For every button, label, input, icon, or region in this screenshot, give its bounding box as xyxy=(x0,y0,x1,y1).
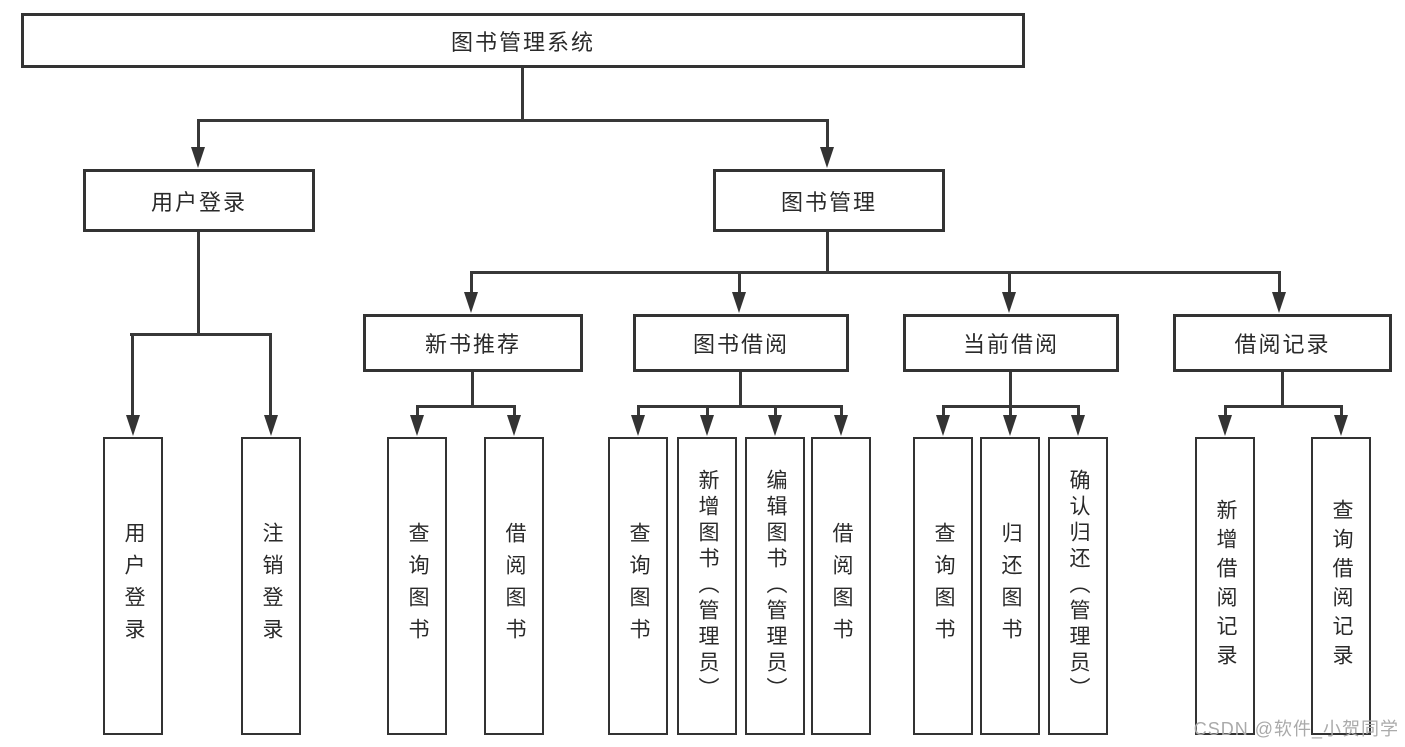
connector-drop-borrow-records xyxy=(1278,271,1281,294)
connector-borrow-records-crossbar xyxy=(1224,405,1343,408)
connector-drop-leaf xyxy=(513,405,516,417)
leaf-confirm-return-admin: 确认归还（管理员） xyxy=(1048,437,1108,735)
arrowhead-leaf xyxy=(1218,415,1232,436)
connector-user-login-crossbar xyxy=(130,333,272,336)
connector-drop-leaf xyxy=(774,405,777,417)
connector-drop-leaf xyxy=(1009,405,1012,417)
connector-root-stem xyxy=(521,68,524,121)
arrowhead-leaf xyxy=(507,415,521,436)
connector-root-crossbar xyxy=(197,119,829,122)
connector-drop-current-borrow xyxy=(1008,271,1011,294)
arrowhead-leaf xyxy=(834,415,848,436)
connector-borrow-records-stem xyxy=(1281,372,1284,407)
arrowhead-current-borrow xyxy=(1002,292,1016,313)
arrowhead-borrow-records xyxy=(1272,292,1286,313)
arrowhead-book-borrow xyxy=(732,292,746,313)
arrowhead-leaf xyxy=(631,415,645,436)
connector-drop-login-leaf xyxy=(131,333,134,417)
leaf-borrow-books: 借阅图书 xyxy=(484,437,544,735)
leaf-add-borrow-record: 新增借阅记录 xyxy=(1195,437,1255,735)
connector-drop-leaf xyxy=(416,405,419,417)
connector-drop-logout-leaf xyxy=(269,333,272,417)
node-user-login: 用户登录 xyxy=(83,169,315,232)
connector-drop-leaf xyxy=(1224,405,1227,417)
connector-drop-leaf xyxy=(1340,405,1343,417)
connector-current-borrow-stem xyxy=(1009,372,1012,407)
connector-drop-book-mgmt xyxy=(826,119,829,151)
arrowhead-leaf xyxy=(1003,415,1017,436)
arrowhead-book-mgmt xyxy=(820,147,834,168)
leaf-return-books: 归还图书 xyxy=(980,437,1040,735)
node-book-management: 图书管理 xyxy=(713,169,945,232)
leaf-logout: 注销登录 xyxy=(241,437,301,735)
node-borrowing-records: 借阅记录 xyxy=(1173,314,1392,372)
node-book-borrowing: 图书借阅 xyxy=(633,314,849,372)
csdn-watermark: CSDN @软件_小贺同学 xyxy=(1193,719,1399,739)
connector-drop-leaf xyxy=(706,405,709,417)
arrowhead-leaf xyxy=(1334,415,1348,436)
arrowhead-new-book-rec xyxy=(464,292,478,313)
node-library-management-system: 图书管理系统 xyxy=(21,13,1025,68)
arrowhead-user-login xyxy=(191,147,205,168)
leaf-borrow-books: 借阅图书 xyxy=(811,437,871,735)
connector-book-mgmt-crossbar xyxy=(470,271,1281,274)
arrowhead-leaf xyxy=(1071,415,1085,436)
arrowhead-logout-leaf xyxy=(264,415,278,436)
connector-new-book-rec-stem xyxy=(471,372,474,407)
connector-drop-leaf xyxy=(942,405,945,417)
arrowhead-leaf xyxy=(768,415,782,436)
connector-book-borrow-crossbar xyxy=(637,405,843,408)
connector-drop-leaf xyxy=(840,405,843,417)
arrowhead-leaf xyxy=(700,415,714,436)
leaf-query-books: 查询图书 xyxy=(608,437,668,735)
leaf-add-books-admin: 新增图书（管理员） xyxy=(677,437,737,735)
node-current-borrowing: 当前借阅 xyxy=(903,314,1119,372)
connector-drop-new-book-rec xyxy=(470,271,473,294)
leaf-edit-books-admin: 编辑图书（管理员） xyxy=(745,437,805,735)
connector-drop-book-borrow xyxy=(738,271,741,294)
connector-user-login-stem xyxy=(197,232,200,335)
connector-new-book-rec-crossbar xyxy=(416,405,516,408)
leaf-query-borrow-record: 查询借阅记录 xyxy=(1311,437,1371,735)
connector-drop-leaf xyxy=(1077,405,1080,417)
connector-drop-user-login xyxy=(197,119,200,151)
leaf-query-books: 查询图书 xyxy=(913,437,973,735)
connector-book-mgmt-stem xyxy=(826,232,829,273)
arrowhead-leaf xyxy=(936,415,950,436)
leaf-query-books: 查询图书 xyxy=(387,437,447,735)
arrowhead-login-leaf xyxy=(126,415,140,436)
leaf-user-login: 用户登录 xyxy=(103,437,163,735)
node-new-book-recommend: 新书推荐 xyxy=(363,314,583,372)
arrowhead-leaf xyxy=(410,415,424,436)
connector-drop-leaf xyxy=(637,405,640,417)
connector-book-borrow-stem xyxy=(739,372,742,407)
